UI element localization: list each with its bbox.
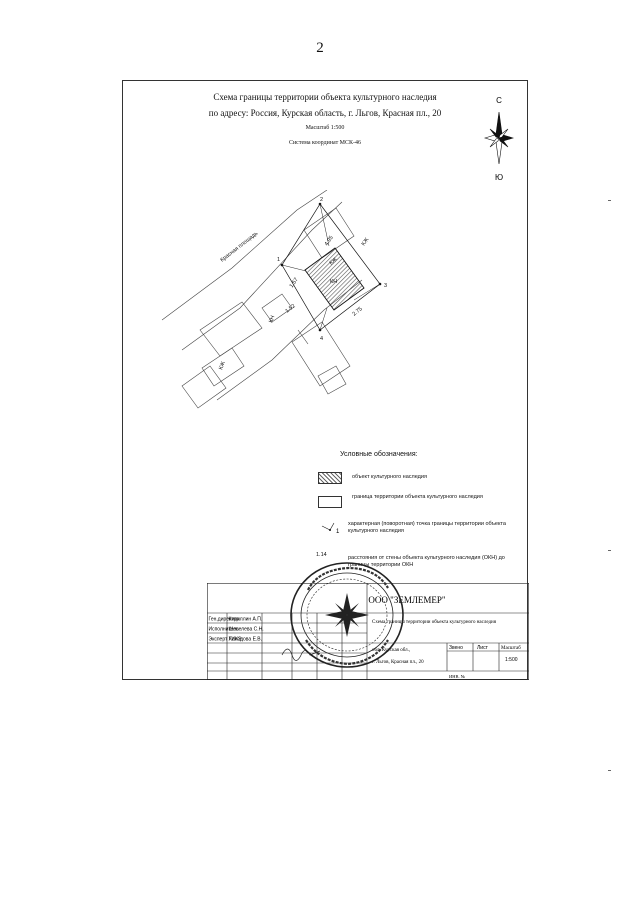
turning-point-icon: 1	[321, 522, 340, 534]
dimension-label: 2.75	[352, 306, 364, 317]
turning-point-marker: 1	[336, 529, 340, 534]
role-label: Исполнитель	[209, 627, 240, 633]
building-label: КЖ	[329, 257, 339, 267]
legend-swatch-heritage-object	[318, 472, 342, 484]
page-number: 2	[316, 40, 324, 56]
company-seal	[290, 562, 404, 668]
dimension-label: 4.95	[324, 235, 335, 247]
role-label: Эксперт ГИКЭ	[209, 637, 242, 643]
building-label: КЖ	[218, 361, 226, 371]
point-label: 3	[384, 283, 387, 289]
legend-text-territory-boundary: граница территории объекта культурного н…	[352, 494, 483, 500]
title-block-address-line1: обл. Курская обл.,	[372, 648, 410, 653]
street-label: Красная площадь	[220, 231, 260, 264]
drawing-scale: Масштаб 1:500	[305, 125, 345, 131]
organization-name: ООО "ЗЕМЛЕМЕР"	[368, 595, 446, 605]
legend-text-turning-point: характерная (поворотная) точка границы т…	[348, 521, 506, 534]
point-label: 4	[320, 336, 323, 342]
point-label: 2	[320, 197, 323, 203]
column-stage: Звено	[449, 645, 463, 651]
site-plan-map: Красная площадь 1 2 3 4 КН КЖ КЖ КЖ КН 4…	[161, 190, 387, 409]
column-scale: Масштаб	[501, 646, 521, 651]
scan-mark	[608, 770, 611, 771]
legend-text-heritage-object: объект культурного наследия	[352, 474, 427, 480]
role-name: Кириллин А.П.	[229, 617, 263, 623]
building-label: КЖ	[361, 237, 371, 247]
column-sheet: Лист	[477, 645, 489, 651]
title-block-address-line2: г. Льгов, Красная пл., 20	[372, 660, 424, 665]
drawing-title-line2: по адресу: Россия, Курская область, г. Л…	[208, 108, 442, 118]
legend-heading: Условные обозначения:	[340, 451, 418, 458]
coordinate-system: Система координат МСК-46	[288, 140, 362, 146]
scan-mark	[608, 200, 611, 201]
scale-value: 1:500	[505, 657, 518, 663]
role-name: Шепелева С.Н.	[229, 627, 264, 633]
building-label: КН	[330, 279, 337, 285]
scan-mark	[608, 550, 611, 551]
title-block-subject: Схема границы территории объекта культур…	[372, 620, 497, 625]
compass-south: Ю	[495, 173, 503, 182]
distance-marker: 1.14	[316, 552, 327, 558]
building-label: КН	[268, 315, 276, 324]
drawing-title-line1: Схема границы территории объекта культур…	[213, 92, 437, 102]
legend-swatch-territory-boundary	[318, 496, 342, 508]
title-block: ООО "ЗЕМЛЕМЕР" Ген.директор Кириллин А.П…	[207, 583, 529, 680]
inventory-number: ИНВ. №	[449, 674, 465, 679]
compass-rose-icon: С Ю	[483, 96, 515, 182]
compass-north: С	[496, 96, 502, 105]
point-label: 1	[277, 257, 280, 263]
dimension-label: 1.57	[289, 277, 300, 289]
role-name: Холодова Е.В.	[229, 637, 263, 643]
legend-text-distance: расстояния от стены объекта культурного …	[348, 555, 505, 568]
dimension-label: 1.52	[285, 303, 297, 314]
role-label: Ген.директор	[209, 617, 240, 623]
